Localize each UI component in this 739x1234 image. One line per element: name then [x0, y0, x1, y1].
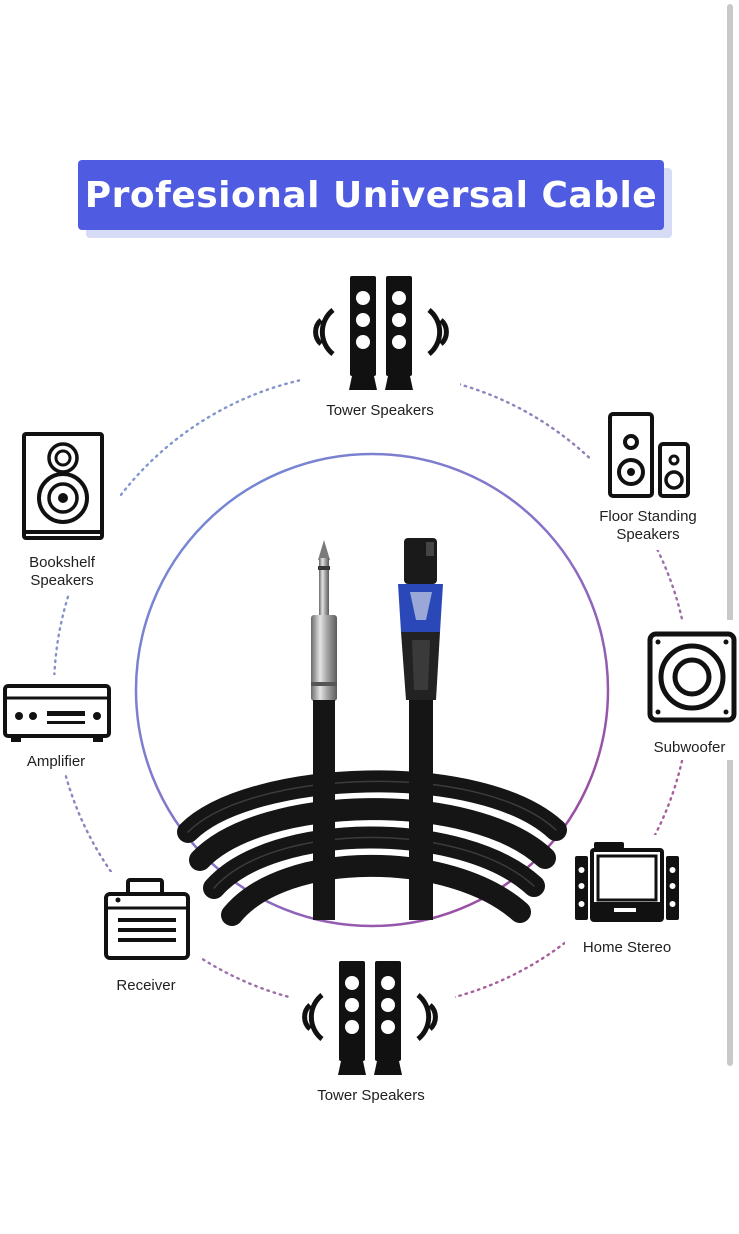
label-receiver: Receiver: [116, 977, 176, 994]
floor-standing-speakers-icon: [608, 412, 690, 498]
label-bookshelf-line1: Bookshelf: [29, 554, 95, 571]
tower-speakers-icon: [313, 276, 449, 390]
subwoofer-icon: [647, 631, 737, 723]
label-bookshelf: Bookshelf Speakers: [0, 554, 124, 590]
bookshelf-speaker-icon: [22, 432, 104, 540]
receiver-icon: [104, 878, 190, 960]
label-amplifier: Amplifier: [26, 753, 86, 770]
label-bookshelf-line2: Speakers: [30, 572, 94, 589]
tower-speakers-icon-bottom: [302, 961, 438, 1075]
label-floor-standing-line2: Speakers: [616, 526, 680, 543]
amplifier-icon: [3, 684, 111, 742]
home-stereo-icon: [575, 842, 679, 922]
label-floor-standing-line1: Floor Standing: [599, 508, 697, 525]
page-title: Profesional Universal Cable: [78, 160, 664, 230]
cable-coil: [177, 770, 567, 926]
label-home-stereo: Home Stereo: [582, 939, 672, 956]
label-tower-speakers-top: Tower Speakers: [326, 402, 434, 419]
quarter-inch-jack-icon: [311, 540, 337, 920]
inner-ring: [134, 452, 610, 928]
label-floor-standing: Floor Standing Speakers: [578, 508, 718, 544]
speakon-connector-icon: [398, 538, 443, 920]
label-tower-speakers-bottom: Tower Speakers: [317, 1087, 425, 1104]
label-subwoofer: Subwoofer: [653, 739, 726, 756]
scrollbar[interactable]: [727, 4, 733, 1066]
